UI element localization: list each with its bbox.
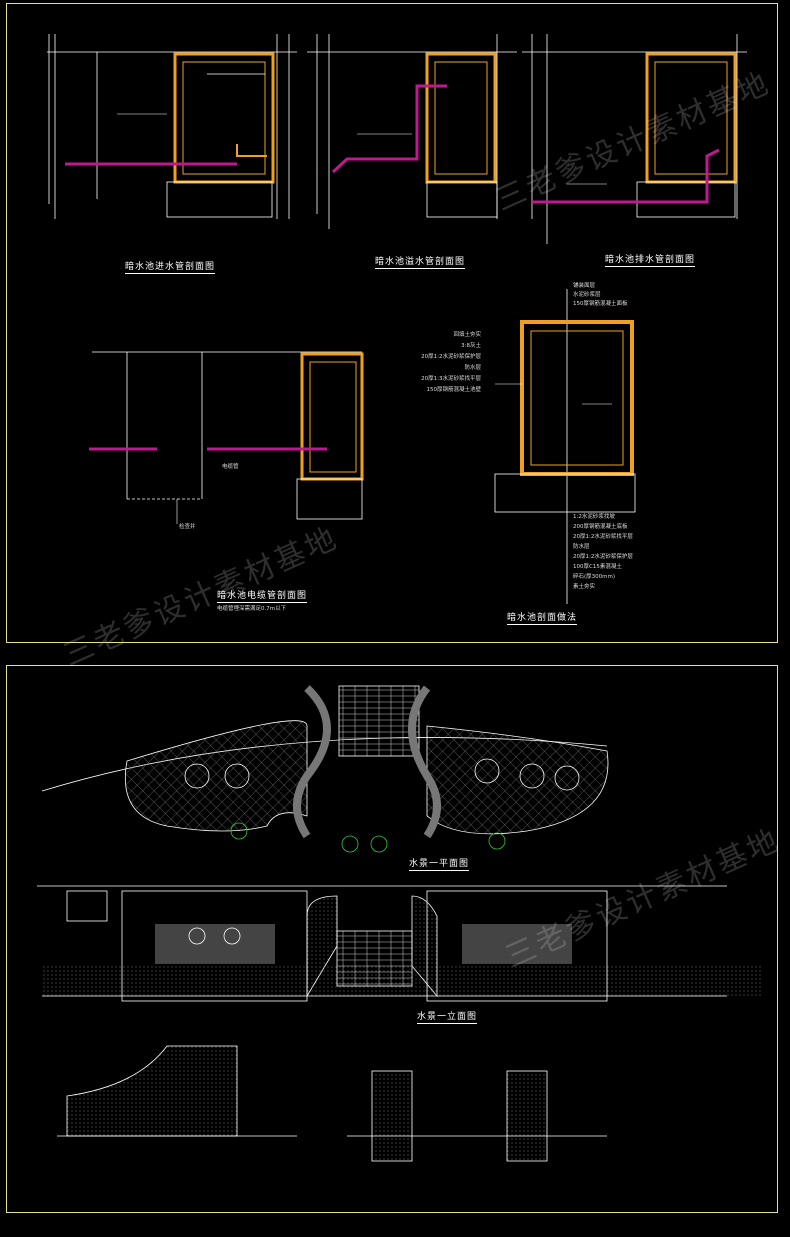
- drain-section-caption: 暗水池排水管剖面图: [605, 252, 696, 267]
- method-wall-label: 回填土夯实: [453, 332, 481, 338]
- method-wall-labels: 回填土夯实 3:8灰土 20厚1:2水泥砂浆保护层 防水层 20厚1:3水泥砂浆…: [405, 330, 481, 396]
- pool-section-drawings: [47, 34, 747, 604]
- method-top-label: 150厚钢筋混凝土面板: [573, 301, 628, 307]
- cable-section-caption: 暗水池电缆管剖面图: [217, 588, 308, 603]
- water-feature-elevation: [37, 885, 762, 1002]
- overflow-section-caption: 暗水池溢水管剖面图: [375, 254, 466, 269]
- method-bottom-label: 200厚钢筋混凝土底板: [573, 524, 628, 530]
- plan-caption: 水景一平面图: [409, 856, 470, 871]
- method-top-label: 铺装面层: [573, 283, 596, 289]
- inlet-pipe-section: [47, 34, 297, 219]
- water-feature-drawings: [37, 685, 762, 1162]
- cable-section-note: 电缆管埋深需满足0.7m以下: [217, 606, 287, 612]
- cable-pipe-section: [89, 351, 364, 524]
- elevation-caption: 水景一立面图: [417, 1009, 478, 1024]
- method-wall-label: 20厚1:2水泥砂浆保护层: [421, 354, 481, 360]
- cable-pipe-label: 电缆管: [222, 464, 239, 470]
- pool-construction-section: [494, 289, 636, 604]
- bottom-drawing-sheet: 水景一平面图 水景一立面图 三老爹设计素材基地: [6, 665, 786, 1213]
- method-bottom-label: 1:2水泥砂浆找坡: [573, 514, 615, 520]
- method-wall-label: 20厚1:3水泥砂浆找平层: [421, 376, 481, 382]
- overflow-pipe-section: [307, 34, 517, 229]
- water-feature-plan: [41, 685, 609, 853]
- method-top-label: 水泥砂浆层: [573, 292, 601, 298]
- method-wall-label: 150厚钢筋混凝土池壁: [426, 387, 482, 393]
- detail-sections: [57, 1045, 607, 1162]
- top-drawing-sheet: 暗水池进水管剖面图 暗水池溢水管剖面图 暗水池排水管剖面图 暗水池电缆管剖面图 …: [6, 3, 778, 673]
- method-bottom-label: 20厚1:2水泥砂浆找平层: [573, 534, 633, 540]
- method-section-caption: 暗水池剖面做法: [507, 610, 578, 625]
- inlet-section-caption: 暗水池进水管剖面图: [125, 259, 216, 274]
- method-top-labels: 铺装面层 水泥砂浆层 150厚钢筋混凝土面板: [573, 282, 628, 309]
- method-bottom-label: 100厚C15素混凝土: [573, 564, 622, 570]
- method-bottom-label: 20厚1:2水泥砂浆保护层: [573, 554, 633, 560]
- method-bottom-label: 素土夯实: [573, 584, 596, 590]
- method-wall-label: 防水层: [464, 365, 481, 371]
- method-bottom-label: 碎石(厚300mm): [573, 574, 616, 580]
- drain-pipe-section: [522, 34, 747, 244]
- inspection-well-label: 检查井: [179, 524, 196, 530]
- method-bottom-labels: 1:2水泥砂浆找坡 200厚钢筋混凝土底板 20厚1:2水泥砂浆找平层 防水层 …: [573, 512, 633, 592]
- method-bottom-label: 防水层: [573, 544, 590, 550]
- method-wall-label: 3:8灰土: [461, 343, 481, 349]
